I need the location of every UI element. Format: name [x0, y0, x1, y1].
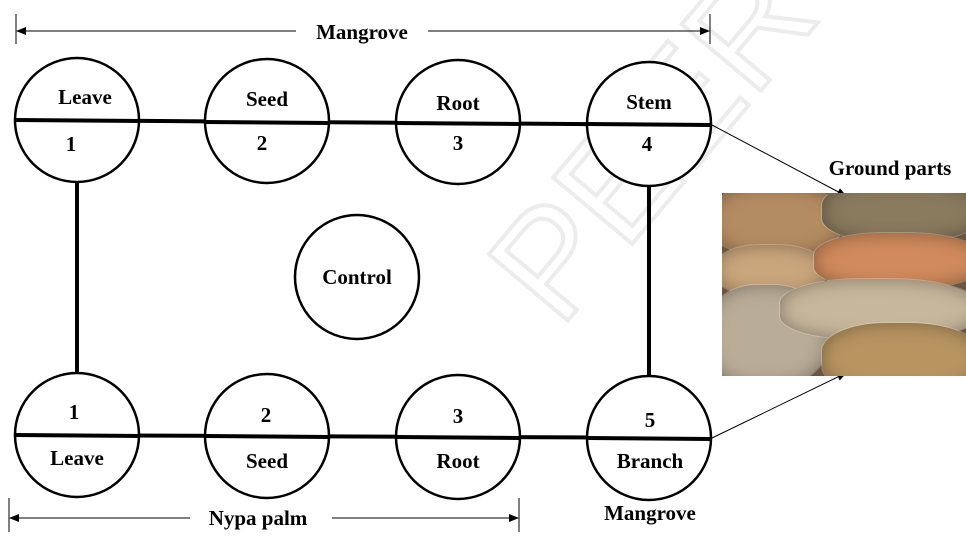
node-number: 1: [69, 400, 80, 424]
node-label: Seed: [246, 449, 288, 473]
sample-bag: [822, 323, 966, 376]
node-top-stem: Stem 4: [587, 62, 711, 186]
node-label: Leave: [50, 446, 104, 470]
node-number: 3: [453, 131, 464, 155]
node-number: 1: [66, 132, 77, 156]
node-control: Control: [295, 215, 419, 339]
photo-caption: Ground parts: [829, 156, 952, 180]
node-top-leave: Leave 1: [15, 58, 139, 182]
node-label: Branch: [617, 449, 684, 473]
top-group-label: Mangrove: [316, 20, 408, 44]
node-bottom-seed: 2 Seed: [205, 374, 329, 498]
ground-parts-photo: [722, 193, 966, 376]
control-label: Control: [322, 265, 392, 289]
bottom-group-label: Nypa palm: [209, 506, 308, 530]
node-bottom-root: 3 Root: [396, 375, 520, 499]
node-number: 4: [642, 132, 653, 156]
node-label: Root: [436, 91, 479, 115]
node-bottom-branch: 5 Branch: [587, 376, 711, 500]
bottom-right-mangrove-label: Mangrove: [604, 501, 696, 525]
node-number: 5: [645, 408, 656, 432]
node-label: Seed: [246, 87, 288, 111]
node-number: 2: [257, 131, 268, 155]
node-top-root: Root 3: [396, 60, 520, 184]
arrow-branch-to-photo: [712, 373, 846, 438]
node-top-seed: Seed 2: [205, 59, 329, 183]
node-number: 3: [453, 404, 464, 428]
node-bottom-leave: 1 Leave: [15, 373, 139, 497]
node-label: Leave: [58, 85, 112, 109]
node-number: 2: [261, 403, 272, 427]
node-label: Root: [436, 449, 479, 473]
node-label: Stem: [626, 90, 672, 114]
